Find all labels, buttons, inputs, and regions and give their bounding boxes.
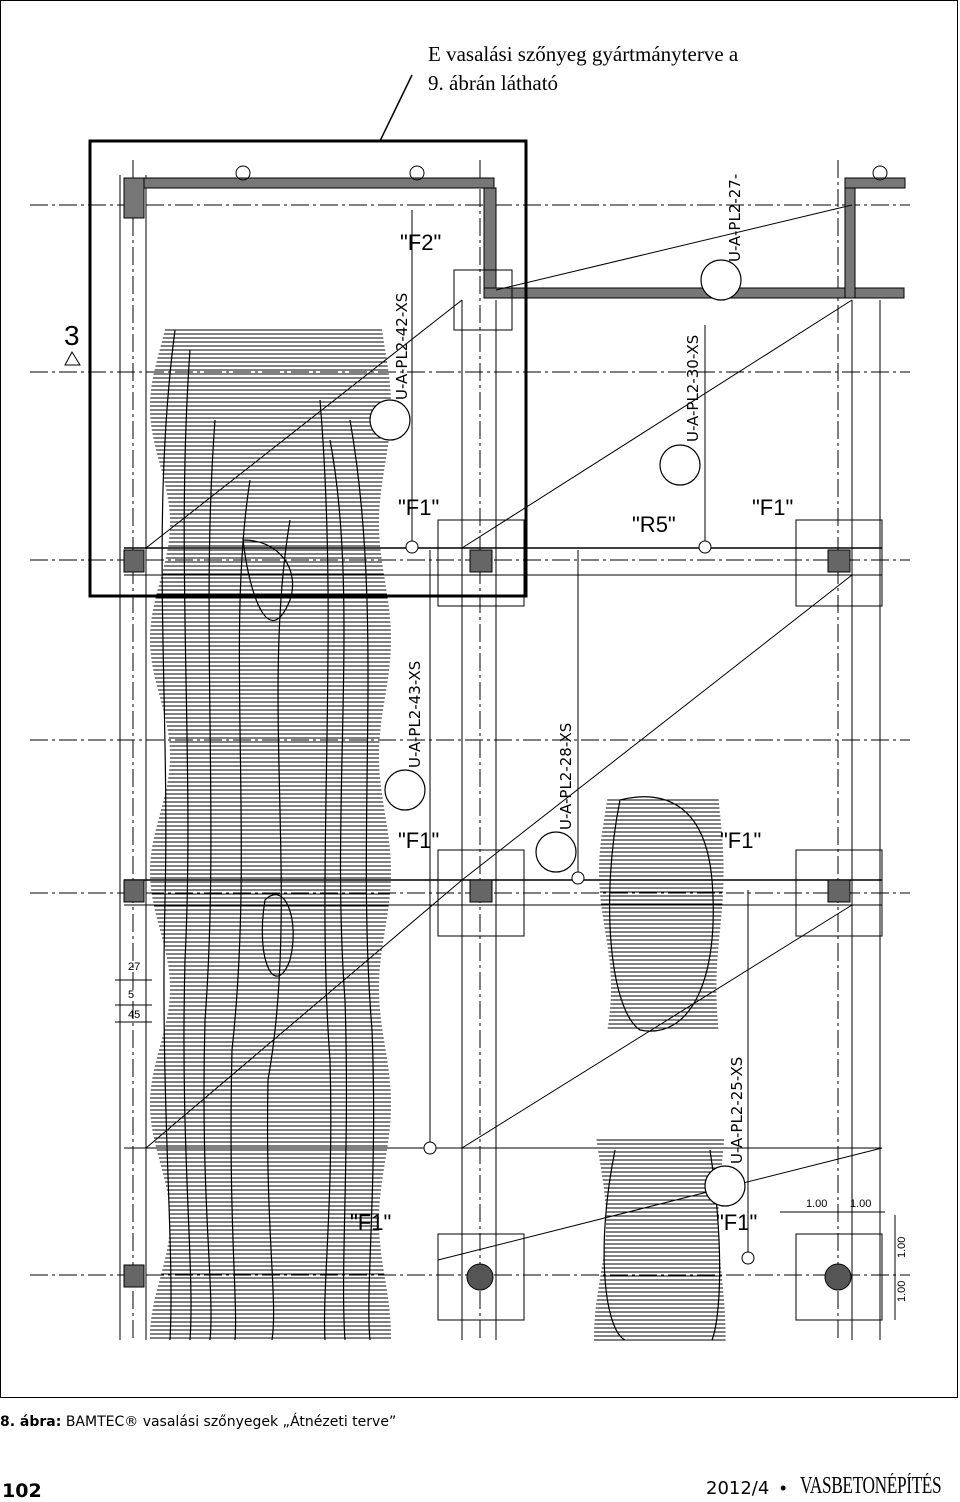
- zone-label-f1-d: "F1": [720, 828, 761, 853]
- mat-label-4: U-A-PL2-43-XS: [406, 661, 424, 768]
- page-number: 102: [2, 1480, 42, 1502]
- callout-line-1: E vasalási szőnyeg gyártmányterve a: [428, 42, 739, 66]
- dimension-5: 27: [128, 961, 140, 973]
- dimension-6: 5: [128, 989, 134, 1001]
- mat-label-2: U-A-PL2-30-XS: [684, 335, 702, 442]
- axis-label: 3: [64, 320, 80, 351]
- issue-number: 2012/4: [706, 1478, 770, 1499]
- zone-label-f1-c: "F1": [398, 828, 439, 853]
- dimension-7: 45: [128, 1009, 140, 1021]
- mat-label-1: U-A-PL2-42-XS: [393, 293, 411, 400]
- caption-number: 8. ábra:: [0, 1414, 62, 1430]
- mat-label-5: U-A-PL2-28-XS: [557, 723, 575, 830]
- figure-callout: E vasalási szőnyeg gyártmányterve a 9. á…: [428, 40, 738, 98]
- floor-plan-drawing: 3 U-A-PL2-42-XS U-A-PL2-30-XS U-A-PL2-27…: [30, 74, 910, 1341]
- dimension-4: 1.00: [896, 1281, 908, 1302]
- callout-line-2: 9. ábrán látható: [428, 71, 559, 95]
- mat-label-3: U-A-PL2-27-: [726, 174, 744, 262]
- zone-label-f2: "F2": [400, 230, 441, 255]
- zone-label-f1-f: "F1": [716, 1210, 757, 1235]
- journal-name: VASBETONÉPÍTÉS: [800, 1473, 942, 1499]
- footer-bullet: •: [780, 1478, 787, 1498]
- dimension-3: 1.00: [896, 1237, 908, 1258]
- mat-label-6: U-A-PL2-25-XS: [728, 1057, 746, 1164]
- dimension-1: 1.00: [806, 1198, 827, 1210]
- figure-caption: 8. ábra: BAMTEC® vasalási szőnyegek „Átn…: [0, 1414, 396, 1430]
- zone-label-f1-a: "F1": [398, 495, 439, 520]
- zone-label-f1-b: "F1": [752, 495, 793, 520]
- figure-frame: [0, 0, 958, 1398]
- zone-label-f1-e: "F1": [350, 1210, 391, 1235]
- zone-label-r5: "R5": [632, 512, 676, 537]
- dimension-2: 1.00: [850, 1198, 871, 1210]
- caption-text: BAMTEC® vasalási szőnyegek „Átnézeti ter…: [65, 1414, 397, 1430]
